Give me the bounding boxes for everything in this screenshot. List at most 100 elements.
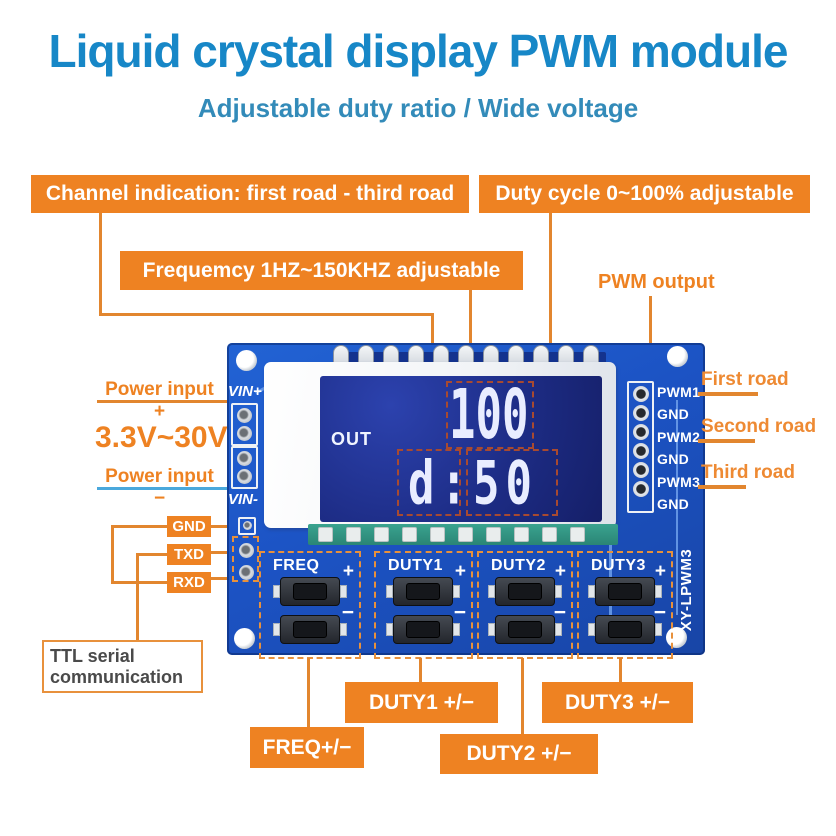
silkscreen-duty2: DUTY2 — [491, 557, 546, 574]
pcb-trace — [676, 400, 678, 615]
pin-pad-icon — [632, 424, 649, 440]
duty2-button-group: DUTY2 + − — [477, 551, 573, 659]
pwm-pin-header — [627, 381, 654, 513]
connector-duty1-adjust — [419, 658, 422, 684]
plus-sign: + — [454, 561, 466, 582]
solder-pad-icon — [237, 408, 252, 423]
underline-first-road — [698, 392, 758, 396]
gnd-pad — [238, 517, 256, 535]
pin-pad-icon — [632, 386, 649, 402]
label-third-road: Third road — [701, 462, 795, 483]
connector-gnd-left — [111, 525, 167, 528]
duty3-down-button — [588, 615, 662, 644]
solder-pad-icon — [237, 469, 252, 484]
label-power-input-minus: Power input − — [105, 466, 214, 509]
connector-duty3-adjust — [619, 658, 622, 684]
freq-button-group: FREQ + − — [259, 551, 361, 659]
duty2-down-button — [488, 615, 562, 644]
pin-labels: PWM1 GND PWM2 GND PWM3 GND — [657, 384, 700, 518]
plus-sign: + — [554, 561, 566, 582]
callout-duty2-adjust: DUTY2 +/− — [440, 734, 598, 774]
callout-frequency: Frequemcy 1HZ~150KHZ adjustable — [120, 251, 523, 290]
connector-channel-v — [99, 213, 102, 316]
solder-pad-icon — [237, 426, 252, 441]
pin-pad-icon — [632, 481, 649, 497]
silkscreen-duty3: DUTY3 — [591, 557, 646, 574]
minus-sign: − — [341, 601, 354, 624]
screw-hole-icon — [234, 628, 255, 649]
page-title: Liquid crystal display PWM module — [48, 25, 789, 77]
connector-frequency-v — [469, 290, 472, 384]
silkscreen-freq: FREQ — [273, 557, 320, 574]
solder-pad-icon — [242, 521, 252, 530]
pin-label-gnd: GND — [657, 406, 690, 423]
callout-duty1-adjust: DUTY1 +/− — [345, 682, 498, 723]
label-power-input-plus: Power input + — [105, 379, 214, 422]
rxd-pad — [239, 565, 254, 580]
serial-pads-highlight — [232, 536, 259, 582]
label-second-road: Second road — [701, 416, 817, 437]
pin-label-gnd: GND — [657, 495, 690, 512]
duty3-button-group: DUTY3 + − — [577, 551, 673, 659]
lcd-frequency-value: 100 — [449, 376, 529, 456]
pin-pad-icon — [632, 405, 649, 421]
pin-label-pwm3: PWM3 — [657, 473, 701, 490]
callout-duty3-adjust: DUTY3 +/− — [542, 682, 693, 723]
connector-duty-v — [549, 213, 552, 452]
lcd-bottom-components — [308, 524, 618, 545]
pin-label-gnd: GND — [657, 451, 690, 468]
pin-pad-icon — [632, 443, 649, 459]
label-voltage-range: 3.3V~30V — [95, 421, 228, 454]
freq-down-button — [273, 615, 347, 644]
callout-ttl-serial: TTL serial communication — [42, 640, 203, 694]
pin-label-pwm1: PWM1 — [657, 384, 701, 400]
minus-sign: − — [653, 601, 666, 624]
lcd-duty-highlight — [466, 449, 558, 516]
callout-gnd: GND — [167, 516, 211, 537]
freq-up-button — [273, 577, 347, 606]
callout-duty-cycle: Duty cycle 0~100% adjustable — [479, 175, 810, 213]
duty3-up-button — [588, 577, 662, 606]
label-first-road: First road — [701, 369, 789, 390]
callout-freq-adjust: FREQ+/− — [250, 727, 364, 768]
duty2-up-button — [488, 577, 562, 606]
silkscreen-vin-plus: VIN+ — [228, 383, 262, 400]
silkscreen-duty1: DUTY1 — [388, 557, 443, 574]
lcd-duty-value: d:50 — [408, 449, 538, 519]
callout-txd: TXD — [167, 544, 211, 565]
connector-txd-right — [211, 551, 241, 554]
lcd-channel-highlight — [397, 449, 461, 516]
connector-power-minus — [97, 487, 228, 490]
lcd-out-label: OUT — [331, 429, 372, 449]
duty1-up-button — [386, 577, 460, 606]
connector-rxd-left — [111, 581, 167, 584]
screw-hole-icon — [667, 346, 688, 367]
callout-pwm-output: PWM output — [598, 271, 715, 293]
lcd-frequency-highlight — [446, 381, 534, 449]
pin-pad-icon — [632, 462, 649, 478]
connector-rxd-right — [211, 577, 241, 580]
plus-sign: + — [342, 561, 354, 582]
connector-freq-adjust — [307, 658, 310, 728]
vin-plus-terminal — [231, 403, 258, 446]
connector-txd-left — [136, 553, 167, 556]
silkscreen-vin-minus: VIN- — [228, 491, 258, 508]
minus-sign: − — [453, 601, 466, 624]
silkscreen-model: XY-LPWM3 — [678, 548, 695, 632]
duty1-down-button — [386, 615, 460, 644]
vin-minus-terminal — [231, 446, 258, 489]
txd-pad — [239, 543, 254, 558]
screw-hole-icon — [236, 350, 257, 371]
connector-ttl-v — [136, 553, 139, 641]
connector-power-plus — [97, 400, 228, 403]
pin-label-pwm2: PWM2 — [657, 428, 701, 445]
solder-pad-icon — [237, 451, 252, 466]
page-subtitle: Adjustable duty ratio / Wide voltage — [197, 93, 639, 123]
underline-second-road — [698, 439, 755, 443]
connector-serial-bracket — [111, 525, 114, 584]
connector-channel-h — [99, 313, 434, 316]
underline-third-road — [698, 485, 746, 489]
duty1-button-group: DUTY1 + − — [374, 551, 473, 659]
plus-sign: + — [654, 561, 666, 582]
